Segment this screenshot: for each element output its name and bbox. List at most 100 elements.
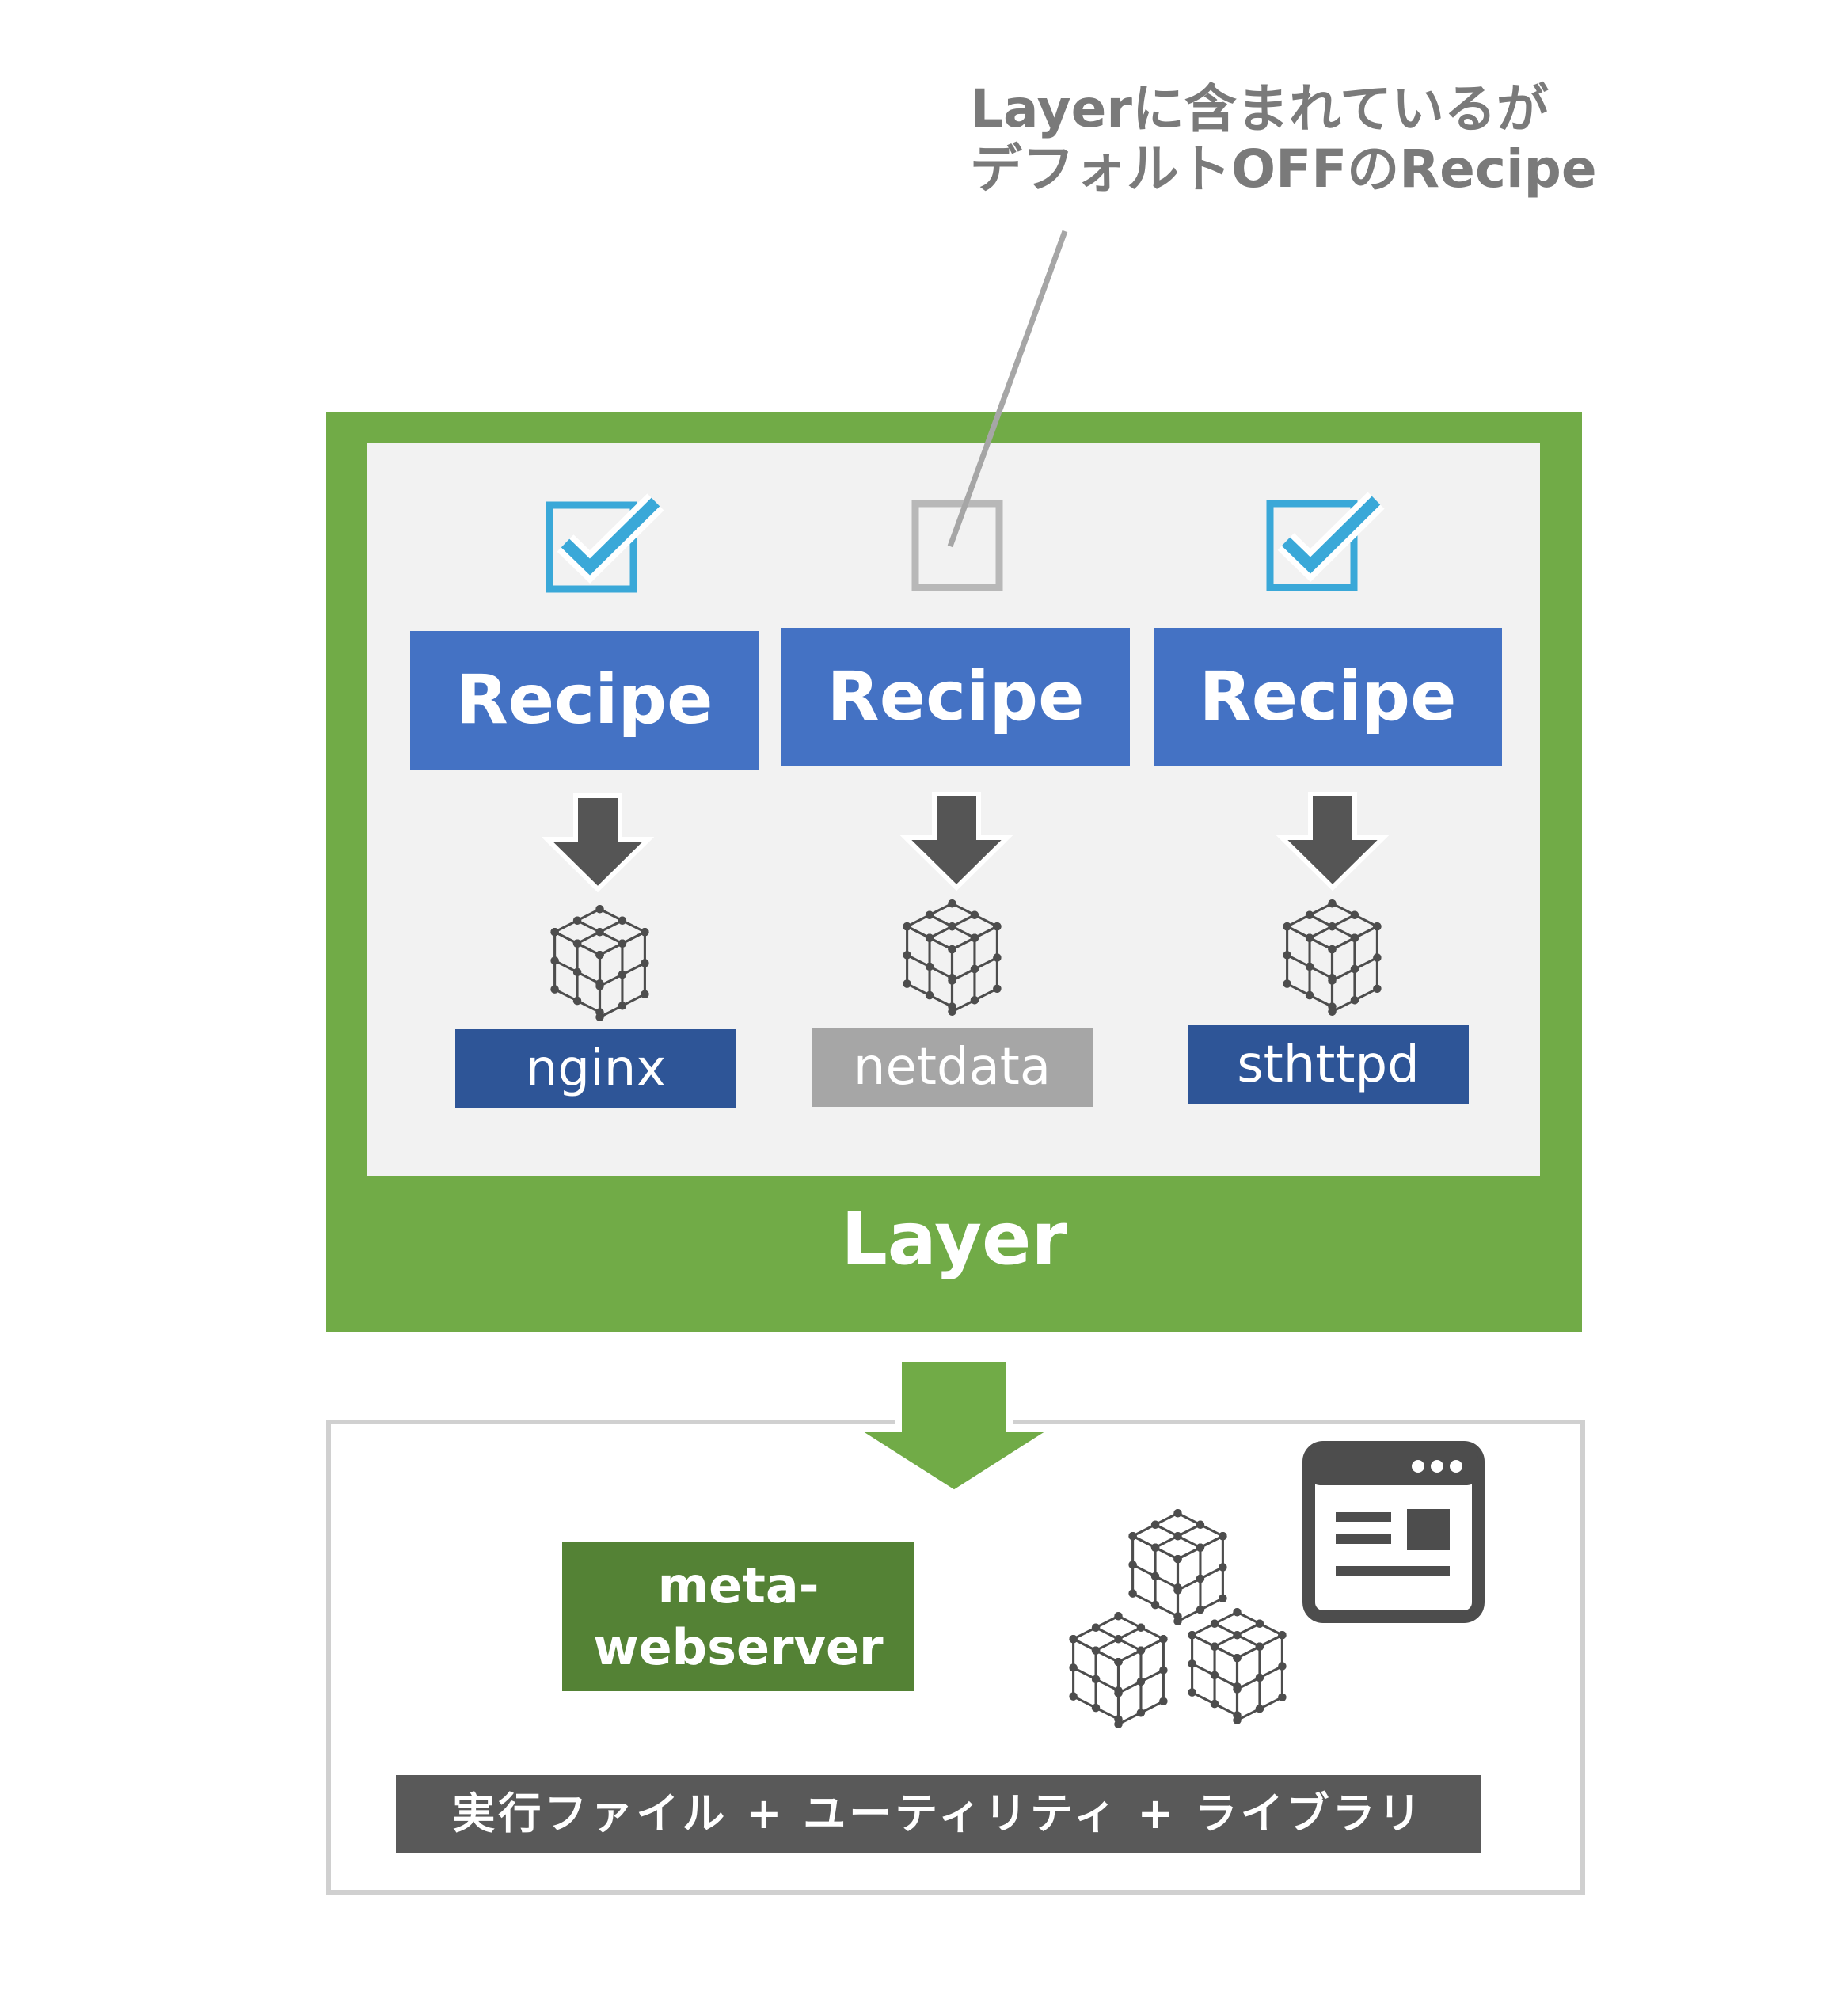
cube-node	[1114, 1689, 1123, 1697]
cube-node	[1150, 1572, 1160, 1581]
arrow-down-icon	[842, 1355, 1066, 1497]
cube-icon	[1128, 1509, 1227, 1625]
cube-node	[1196, 1543, 1205, 1552]
cube-node	[1159, 1697, 1168, 1705]
cube-node	[1373, 953, 1382, 962]
cube-node	[550, 956, 559, 965]
cube-node	[1283, 951, 1291, 960]
cube-node	[1210, 1619, 1219, 1628]
cube-node	[970, 910, 979, 919]
cube-node	[572, 939, 582, 948]
cube-node	[1150, 1543, 1160, 1552]
cube-node	[1255, 1673, 1264, 1682]
cube-node	[1091, 1623, 1101, 1632]
cube-node	[1210, 1699, 1219, 1709]
cube-node	[1233, 1716, 1242, 1724]
cube-node	[1069, 1692, 1078, 1701]
cube-node	[595, 928, 604, 937]
callout-text: Layerに含まれているが デフォルトOFFのRecipe	[970, 79, 1825, 200]
cube-node	[948, 945, 956, 954]
arrow-down-icon	[541, 793, 655, 893]
cube-node	[993, 953, 1002, 962]
cube-node	[1233, 1608, 1242, 1617]
cube-node	[1255, 1619, 1264, 1628]
cube-node	[1188, 1659, 1196, 1668]
cube-node	[1069, 1663, 1078, 1672]
cube-node	[1173, 1532, 1182, 1541]
cube-node	[1255, 1642, 1264, 1651]
recipe-box[interactable]: Recipe	[410, 631, 759, 770]
cube-node	[1278, 1631, 1287, 1640]
cube-node	[1233, 1653, 1242, 1663]
cube-node	[1210, 1642, 1219, 1651]
cube-node	[595, 905, 604, 914]
cube-node	[1173, 1617, 1182, 1625]
meta-line-1: meta-	[657, 1557, 819, 1614]
cube-node	[641, 959, 649, 967]
cube-node	[1255, 1705, 1264, 1713]
meta-line-2: webserver	[593, 1618, 884, 1676]
cube-node	[948, 1007, 956, 1016]
cube-node	[993, 922, 1002, 931]
layer-title: Layer	[841, 1196, 1067, 1281]
cube-icon	[550, 905, 649, 1021]
cube-node	[550, 928, 559, 937]
browser-window-icon	[1302, 1441, 1485, 1623]
cube-node	[1114, 1657, 1123, 1667]
checkbox-unchecked-icon[interactable]	[911, 499, 1006, 594]
cube-node	[1233, 1685, 1242, 1694]
cube-node	[1128, 1589, 1137, 1598]
cube-node	[1128, 1561, 1137, 1569]
cube-node	[1373, 922, 1382, 931]
cube-node	[970, 964, 979, 974]
cube-node	[618, 970, 627, 979]
cube-icon	[903, 899, 1002, 1016]
cube-node	[1159, 1666, 1168, 1675]
cube-node	[572, 967, 582, 977]
cube-node	[572, 916, 582, 925]
cube-node	[1196, 1520, 1205, 1529]
cube-node	[1278, 1662, 1287, 1671]
cube-node	[1328, 945, 1337, 954]
package-label-nginx: nginx	[455, 1029, 736, 1108]
cube-node	[1091, 1703, 1101, 1713]
cube-node	[1173, 1586, 1182, 1595]
recipe-box[interactable]: Recipe	[781, 628, 1130, 766]
cube-node	[1173, 1554, 1182, 1564]
cube-node	[1210, 1671, 1219, 1680]
cube-icon	[1188, 1608, 1287, 1724]
cube-node	[595, 950, 604, 960]
cube-node	[1350, 996, 1359, 1005]
cube-node	[1196, 1606, 1205, 1614]
checkbox-checked-icon[interactable]	[1266, 489, 1386, 592]
cube-node	[1219, 1532, 1227, 1541]
recipe-box[interactable]: Recipe	[1154, 628, 1502, 766]
package-label-netdata: netdata	[812, 1028, 1093, 1107]
cube-node	[1283, 979, 1291, 988]
cube-node	[1136, 1677, 1146, 1686]
cube-node	[1328, 922, 1337, 931]
meta-webserver-layer: meta- webserver	[562, 1542, 914, 1691]
cube-node	[903, 922, 911, 931]
cube-node	[1114, 1635, 1123, 1644]
cube-node	[1278, 1693, 1287, 1701]
cube-node	[595, 982, 604, 990]
cube-node	[1233, 1631, 1242, 1640]
cube-node	[1159, 1635, 1168, 1644]
cube-node	[1305, 933, 1314, 942]
cube-node	[641, 928, 649, 937]
cube-node	[1219, 1594, 1227, 1602]
checkbox-checked-icon[interactable]	[546, 491, 665, 594]
cube-node	[948, 899, 956, 908]
cube-node	[1373, 984, 1382, 993]
cube-node	[1150, 1520, 1160, 1529]
cube-node	[903, 951, 911, 960]
cube-node	[618, 916, 627, 925]
cube-node	[550, 985, 559, 994]
cube-node	[1283, 922, 1291, 931]
cube-node	[993, 984, 1002, 993]
cube-node	[1219, 1563, 1227, 1572]
cube-node	[1196, 1574, 1205, 1583]
cube-node	[1150, 1600, 1160, 1610]
cube-node	[618, 1002, 627, 1010]
